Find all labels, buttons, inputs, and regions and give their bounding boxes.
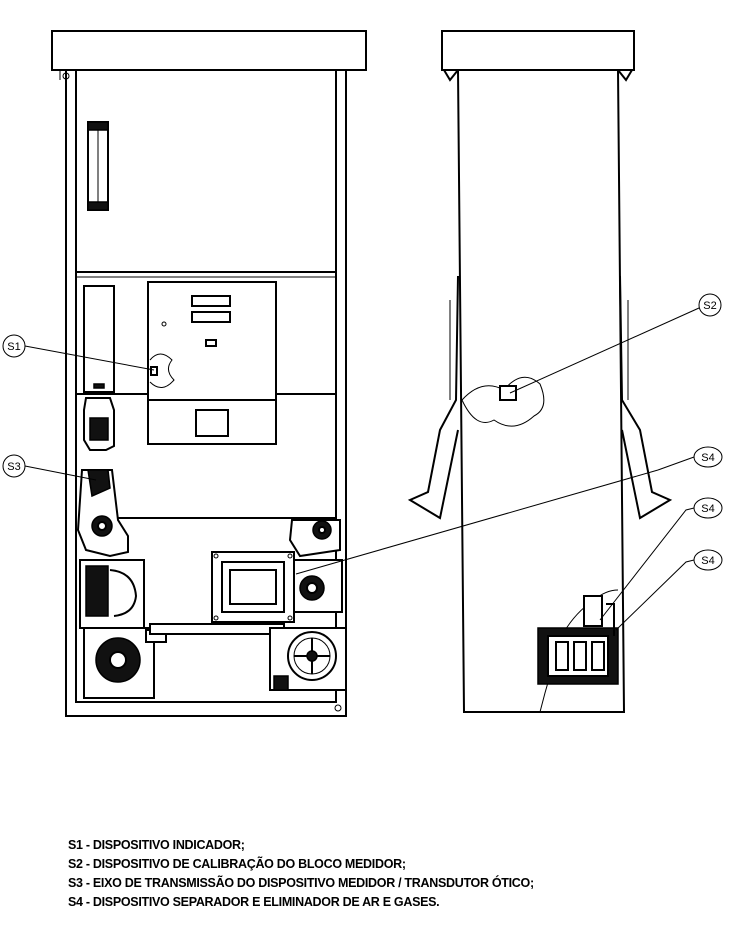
legend-item-s1: S1 - DISPOSITIVO INDICADOR; [68,838,245,852]
svg-text:S3: S3 [7,461,20,473]
svg-text:S4: S4 [701,452,714,464]
svg-text:S2: S2 [703,300,716,312]
side-view [407,30,673,713]
legend-item-s4: S4 - DISPOSITIVO SEPARADOR E ELIMINADOR … [68,895,440,909]
legend-item-s3: S3 - EIXO DE TRANSMISSÃO DO DISPOSITIVO … [68,876,534,890]
callout-s4-bottom: S4 [615,549,723,631]
callout-s4-top: S4 [295,446,723,575]
callout-s1: S1 [2,334,155,371]
svg-text:S4: S4 [701,503,714,515]
fuel-dispenser-diagram: S1 S3 S2 S4 S4 S4 [2,30,723,717]
callout-s3: S3 [2,454,97,481]
legend-item-s2: S2 - DISPOSITIVO DE CALIBRAÇÃO DO BLOCO … [68,857,406,871]
callout-s2: S2 [509,293,722,394]
callout-s4-middle: S4 [599,497,723,621]
legend: S1 - DISPOSITIVO INDICADOR; S2 - DISPOSI… [68,836,728,912]
svg-text:S1: S1 [7,341,20,353]
front-view [51,30,367,717]
svg-text:S4: S4 [701,555,714,567]
